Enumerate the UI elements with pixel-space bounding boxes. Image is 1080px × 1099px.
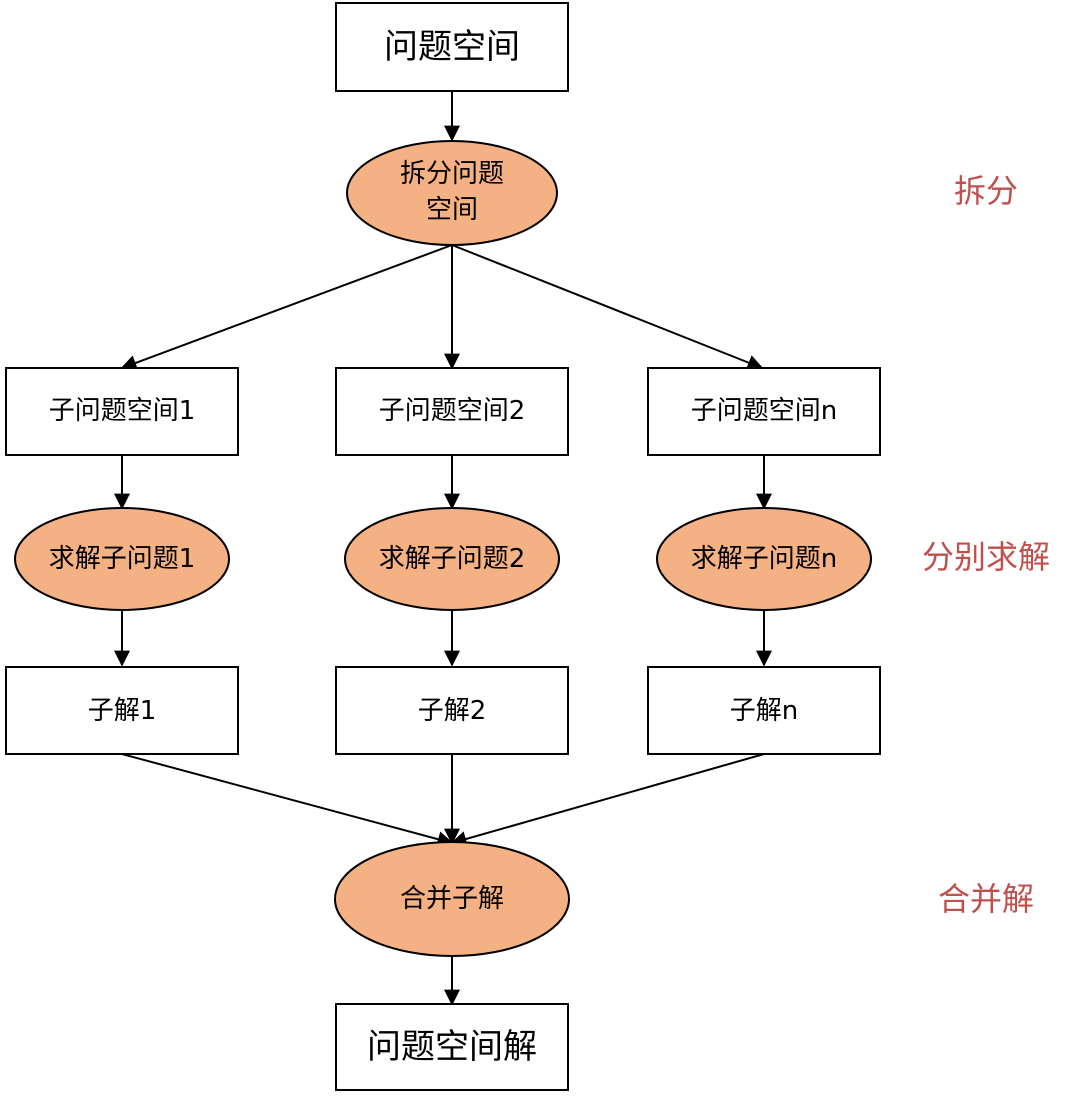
stage-label-solve: 分别求解 — [922, 538, 1050, 576]
split-node-line2: 空间 — [426, 195, 478, 225]
arrow-split-to-subspace-n — [451, 244, 764, 371]
solve-node-n: 求解子问题n — [656, 507, 872, 611]
arrow-subsolution-n-to-merge — [450, 753, 765, 847]
subspace-box-n: 子问题空间n — [647, 367, 881, 456]
stage-label-split: 拆分 — [954, 172, 1018, 210]
problem-space-box: 问题空间 — [335, 2, 569, 92]
solve-node-2: 求解子问题2 — [344, 507, 560, 611]
split-node-line1: 拆分问题 — [400, 159, 504, 189]
solve-label-2: 求解子问题2 — [379, 544, 526, 574]
subsolution-box-n: 子解n — [647, 666, 881, 755]
subsolution-label-1: 子解1 — [88, 696, 157, 726]
problem-solution-label: 问题空间解 — [367, 1027, 537, 1067]
solve-node-1: 求解子问题1 — [14, 507, 230, 611]
merge-node: 合并子解 — [334, 841, 570, 957]
subspace-label-n: 子问题空间n — [691, 396, 837, 426]
arrow-subsolution-1-to-merge — [121, 753, 454, 847]
split-problem-node: 拆分问题 空间 — [346, 140, 558, 246]
subsolution-box-1: 子解1 — [5, 666, 239, 755]
subspace-label-1: 子问题空间1 — [49, 396, 196, 426]
subsolution-box-2: 子解2 — [335, 666, 569, 755]
problem-solution-box: 问题空间解 — [335, 1003, 569, 1091]
solve-label-1: 求解子问题1 — [49, 544, 196, 574]
stage-label-merge: 合并解 — [938, 880, 1034, 918]
subsolution-label-n: 子解n — [730, 696, 798, 726]
arrow-split-to-subspace-1 — [120, 244, 453, 371]
merge-label: 合并子解 — [400, 884, 504, 914]
subspace-label-2: 子问题空间2 — [379, 396, 526, 426]
subsolution-label-2: 子解2 — [418, 696, 487, 726]
subspace-box-2: 子问题空间2 — [335, 367, 569, 456]
connectors — [114, 91, 772, 1006]
solve-label-n: 求解子问题n — [691, 544, 837, 574]
problem-space-label: 问题空间 — [384, 27, 520, 67]
subspace-box-1: 子问题空间1 — [5, 367, 239, 456]
